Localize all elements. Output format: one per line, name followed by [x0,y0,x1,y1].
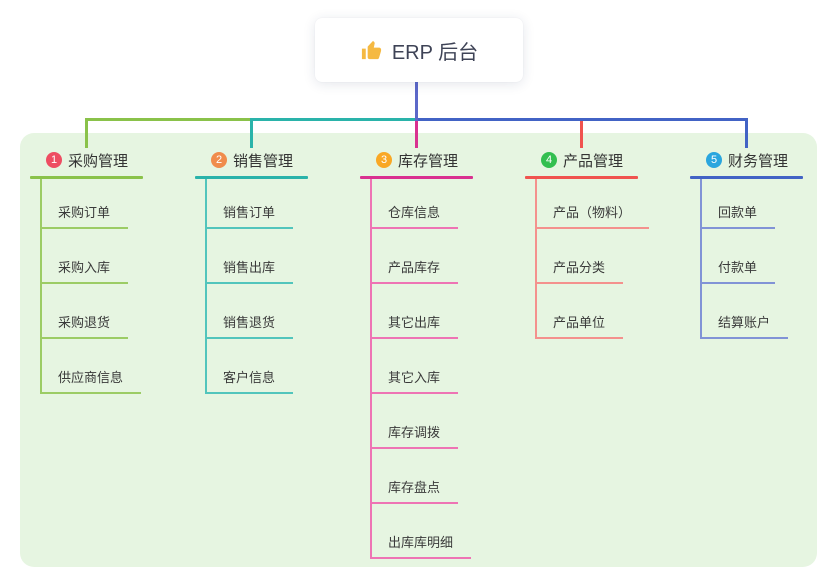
child-label: 销售出库 [207,257,294,284]
branch-number-badge: 1 [46,152,62,168]
branch-underline [525,176,638,179]
branch-head-3[interactable]: 3 库存管理 [376,150,473,170]
branch-3: 3 库存管理仓库信息产品库存其它出库其它入库库存调拨库存盘点出库库明细 [360,150,473,559]
child-node[interactable]: 销售退货 [207,284,308,339]
branch-children: 仓库信息产品库存其它出库其它入库库存调拨库存盘点出库库明细 [370,179,473,559]
child-node[interactable]: 产品库存 [372,229,473,284]
child-label: 产品单位 [537,312,624,339]
connector-drop-4 [580,118,583,148]
child-node[interactable]: 销售出库 [207,229,308,284]
branch-5: 5 财务管理回款单付款单结算账户 [690,150,803,339]
branch-head-4[interactable]: 4 产品管理 [541,150,649,170]
thumbs-up-icon [361,40,381,59]
branch-1: 1 采购管理采购订单采购入库采购退货供应商信息 [30,150,143,394]
connector-drop-3 [415,118,418,148]
child-node[interactable]: 回款单 [702,179,803,229]
branch-2: 2 销售管理销售订单销售出库销售退货客户信息 [195,150,308,394]
connector-drop-5 [745,118,748,148]
branch-children: 采购订单采购入库采购退货供应商信息 [40,179,143,394]
child-node[interactable]: 产品单位 [537,284,649,339]
root-label: ERP 后台 [391,41,479,64]
connector-drop-2 [250,118,253,148]
branch-number-badge: 5 [706,152,722,168]
branch-4: 4 产品管理产品（物料） 产品分类产品单位 [525,150,650,339]
branch-number-badge: 3 [376,152,392,168]
branch-number-badge: 4 [541,152,557,168]
child-label: 产品分类 [537,257,624,284]
child-label: 采购订单 [42,202,129,229]
child-node[interactable]: 采购入库 [42,229,143,284]
connector-drop-1 [85,118,88,148]
child-label: 采购入库 [42,257,129,284]
branch-label: 采购管理 [68,152,129,170]
branch-children: 销售订单销售出库销售退货客户信息 [205,179,308,394]
child-label: 仓库信息 [372,202,459,229]
child-node[interactable]: 采购订单 [42,179,143,229]
branch-underline [360,176,473,179]
child-node[interactable]: 仓库信息 [372,179,473,229]
child-node[interactable]: 供应商信息 [42,339,143,394]
branch-label: 财务管理 [728,152,789,170]
child-node[interactable]: 结算账户 [702,284,803,339]
child-label: 客户信息 [207,367,294,394]
child-node[interactable]: 销售订单 [207,179,308,229]
connector-horizontal-right [415,118,748,121]
connector-root-stem [415,82,418,121]
branch-label: 销售管理 [233,152,294,170]
child-label: 其它出库 [372,312,459,339]
child-node[interactable]: 产品分类 [537,229,649,284]
branch-number-badge: 2 [211,152,227,168]
child-node[interactable]: 产品（物料） [537,179,650,229]
branch-head-5[interactable]: 5 财务管理 [706,150,803,170]
root-node[interactable]: ERP 后台 [315,18,523,82]
child-node[interactable]: 其它出库 [372,284,473,339]
child-label: 结算账户 [702,312,789,339]
child-node[interactable]: 库存盘点 [372,449,473,504]
branch-underline [690,176,803,179]
child-label: 库存盘点 [372,477,459,504]
child-label: 回款单 [702,202,776,229]
branch-label: 产品管理 [563,152,624,170]
child-node[interactable]: 客户信息 [207,339,308,394]
branch-head-2[interactable]: 2 销售管理 [211,150,308,170]
child-node[interactable]: 付款单 [702,229,803,284]
child-label: 供应商信息 [42,367,142,394]
child-label: 销售订单 [207,202,294,229]
child-node[interactable]: 库存调拨 [372,394,473,449]
branch-underline [195,176,308,179]
child-label: 销售退货 [207,312,294,339]
child-label: 产品（物料） [537,202,650,229]
child-label: 其它入库 [372,367,459,394]
mindmap-canvas [20,133,817,567]
child-node[interactable]: 采购退货 [42,284,143,339]
connector-horizontal-left [85,118,253,121]
child-label: 产品库存 [372,257,459,284]
child-node[interactable]: 其它入库 [372,339,473,394]
child-label: 采购退货 [42,312,129,339]
connector-horizontal-mid [250,118,418,121]
branch-children: 产品（物料） 产品分类产品单位 [535,179,650,339]
child-label: 出库库明细 [372,532,472,559]
child-label: 库存调拨 [372,422,459,449]
branch-head-1[interactable]: 1 采购管理 [46,150,143,170]
child-label: 付款单 [702,257,776,284]
branch-underline [30,176,143,179]
child-node[interactable]: 出库库明细 [372,504,473,559]
branch-children: 回款单付款单结算账户 [700,179,803,339]
branch-label: 库存管理 [398,152,459,170]
